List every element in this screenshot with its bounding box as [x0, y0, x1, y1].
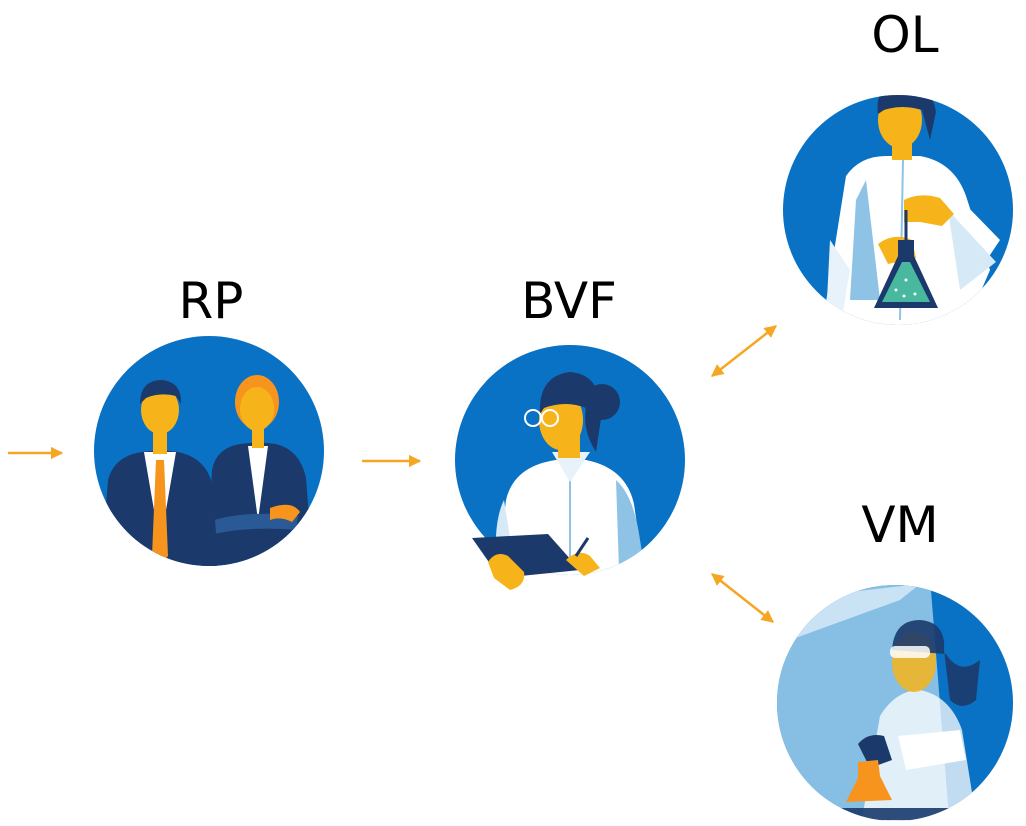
node-label-ol: OL	[871, 6, 939, 64]
node-label-bvf: BVF	[521, 272, 617, 330]
arrow-bvf-ol	[711, 325, 777, 377]
scientist-with-flask-icon	[783, 95, 1013, 325]
business-people-icon	[94, 336, 324, 566]
arrow-bvf-vm	[711, 573, 774, 623]
arrows	[8, 325, 777, 623]
node-label-vm: VM	[861, 496, 939, 554]
lab-technician-icon	[777, 585, 1013, 821]
scientist-with-clipboard-icon	[455, 345, 685, 590]
node-label-rp: RP	[178, 272, 244, 330]
